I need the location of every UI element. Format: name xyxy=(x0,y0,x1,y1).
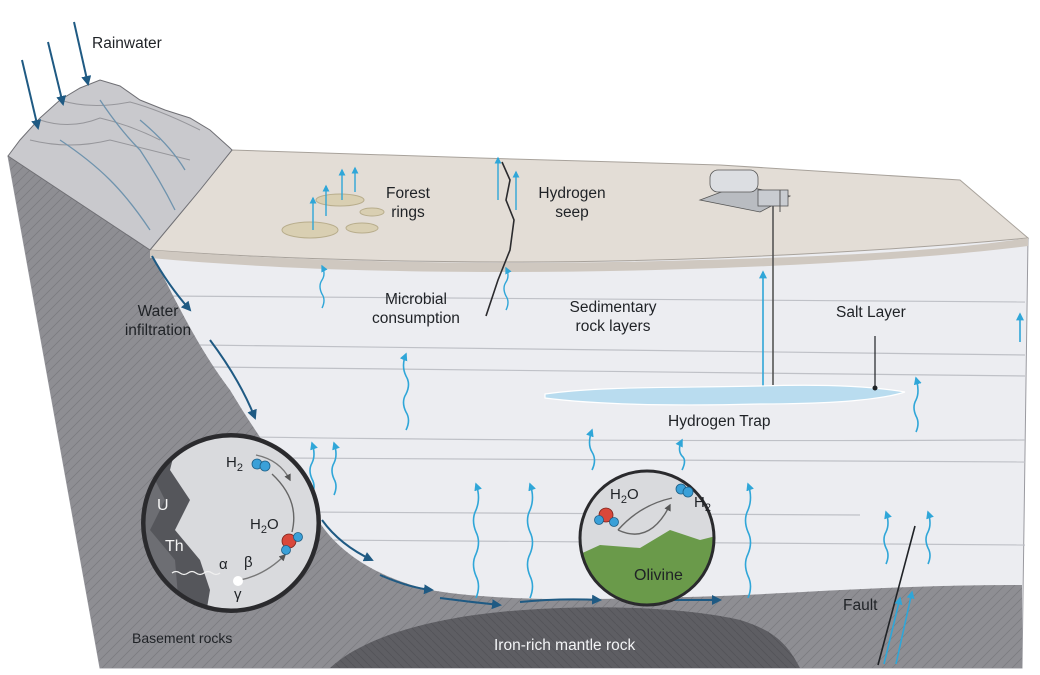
sedimentary-rock-layers-label: Sedimentary rock layers xyxy=(558,298,668,336)
alpha-label: α xyxy=(219,556,228,573)
forest-rings-label: Forest rings xyxy=(372,184,444,222)
sedimentary-label-line2: rock layers xyxy=(575,318,651,335)
uranium-label: U xyxy=(157,497,169,514)
water-infiltration-label-line2: infiltration xyxy=(124,322,192,339)
beta-label: β xyxy=(244,554,253,571)
serpentinization-h2o-tail: O xyxy=(626,486,639,503)
hydrogen-extraction-plant xyxy=(698,169,792,213)
hydrogen-trap xyxy=(544,384,906,406)
hydrogen-seep-label-line2: seep xyxy=(555,204,589,221)
sedimentary-label-line1: Sedimentary xyxy=(569,299,657,316)
fault-line xyxy=(877,525,916,666)
hydrogen-trap-label: Hydrogen Trap xyxy=(668,413,771,430)
serpentinization-inset xyxy=(578,469,716,607)
salt-layer-label: Salt Layer xyxy=(836,304,906,321)
serpentinization-h2o-main: H xyxy=(610,486,621,503)
radiolysis-h2-sub: 2 xyxy=(236,462,243,474)
forest-rings-label-line1: Forest xyxy=(386,185,430,202)
radiolysis-h2o-tail: O xyxy=(266,516,279,533)
forest-rings-label-line2: rings xyxy=(391,204,425,221)
radiolysis-h2-label: H2 xyxy=(226,454,243,474)
hydrogen-seep-label-line1: Hydrogen xyxy=(538,185,606,202)
forest-rings xyxy=(281,193,385,239)
radiolysis-h2o-label: H2O xyxy=(250,516,279,536)
seep-fault-line xyxy=(485,161,515,317)
microbial-consumption-label: Microbial consumption xyxy=(356,290,476,328)
serpentinization-h2-main: H xyxy=(694,494,705,511)
olivine-label: Olivine xyxy=(634,567,683,584)
radiolysis-h2-main: H xyxy=(226,454,237,471)
water-infiltration-label-line1: Water xyxy=(137,303,179,320)
basement-rocks-label: Basement rocks xyxy=(132,630,233,646)
water-infiltration-arrows xyxy=(151,255,722,610)
hydrogen-rise-arrows xyxy=(309,312,1024,599)
radiolysis-h2o-main: H xyxy=(250,516,261,533)
thorium-label: Th xyxy=(165,538,184,555)
microbial-label-line1: Microbial xyxy=(384,291,447,308)
rainwater-label: Rainwater xyxy=(92,35,162,52)
rain-arrows xyxy=(21,21,92,130)
land-surface xyxy=(149,149,1030,263)
serpentinization-h2o-label: H2O xyxy=(610,486,639,506)
gamma-label: γ xyxy=(234,586,242,603)
water-infiltration-label: Water infiltration xyxy=(108,302,208,340)
iron-rich-mantle-rock-label: Iron-rich mantle rock xyxy=(494,637,636,654)
fault-label: Fault xyxy=(843,597,878,614)
microbial-label-line2: consumption xyxy=(372,310,460,327)
mountain xyxy=(7,79,233,251)
serpentinization-h2o-sub: 2 xyxy=(620,494,627,506)
hydrogen-seep-label: Hydrogen seep xyxy=(530,184,614,222)
serpentinization-h2-sub: 2 xyxy=(704,502,711,514)
radiolysis-h2o-sub: 2 xyxy=(260,524,267,536)
serpentinization-h2-label: H2 xyxy=(694,494,711,514)
